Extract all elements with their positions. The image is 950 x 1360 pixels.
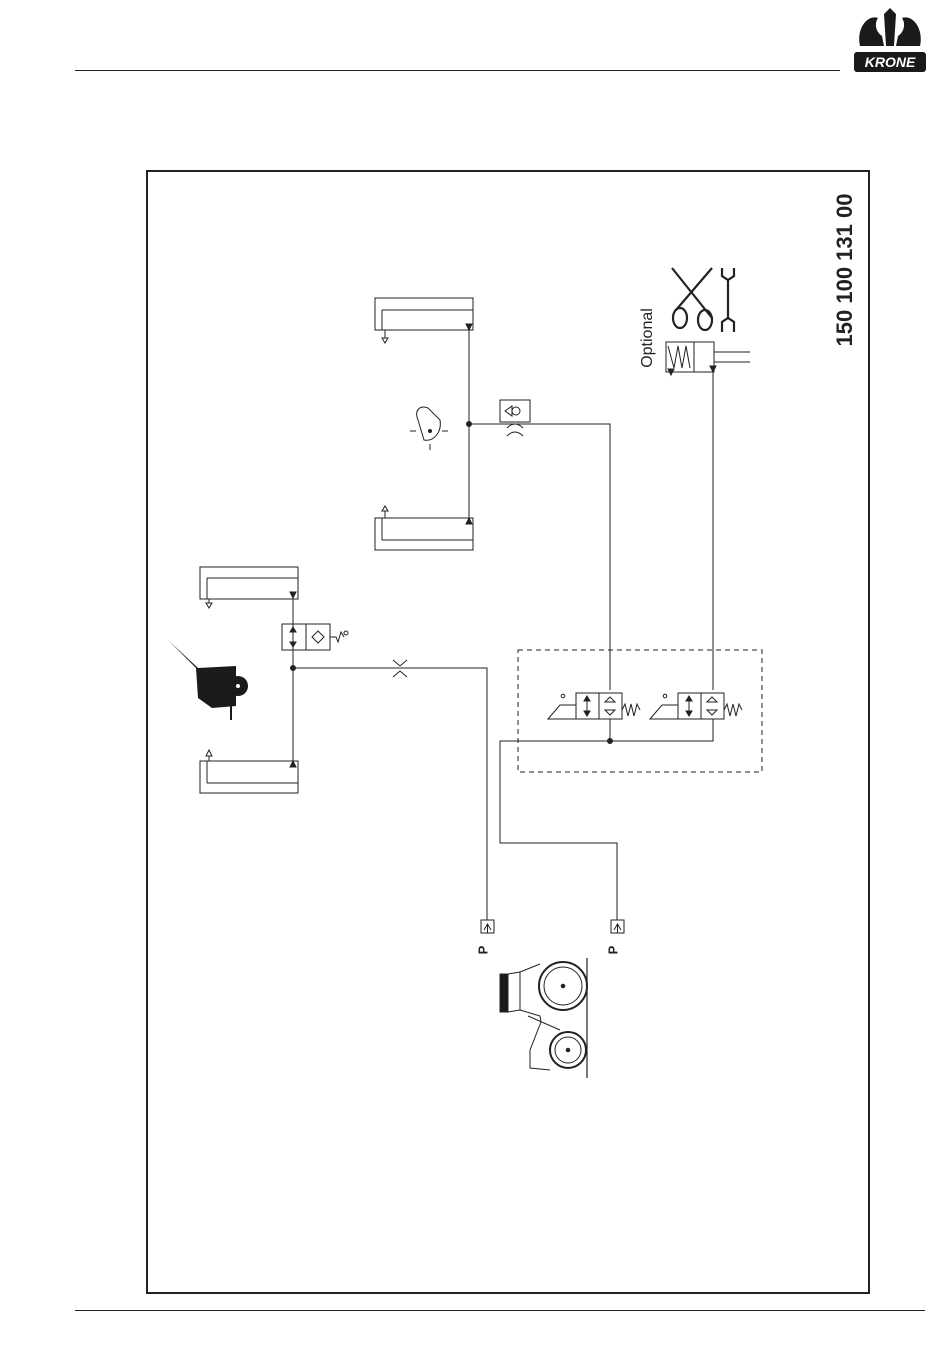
cylinder-right-lower (375, 506, 473, 550)
optional-cylinder (666, 342, 750, 375)
cylinder-left-lower (200, 750, 298, 793)
solenoid-valve-1 (548, 693, 640, 719)
junction-valve-block (608, 739, 613, 744)
scissors-icon (672, 268, 712, 330)
tractor-icon (500, 958, 587, 1078)
baler-symbol (168, 640, 248, 720)
cylinder-right-upper (375, 298, 473, 343)
line-valve-to-port-2 (500, 719, 713, 920)
port-label-2: P (606, 945, 621, 954)
solenoid-valve-2 (650, 693, 742, 719)
coupler-2 (611, 920, 624, 933)
left-valve (282, 624, 348, 650)
footer-rule (75, 1310, 925, 1311)
line-left-to-port (293, 668, 487, 920)
cam-symbol (410, 407, 448, 450)
port-label-1: P (476, 945, 491, 954)
drawing-number: 150 100 131 00 (832, 194, 857, 347)
optional-label: Optional (639, 308, 656, 368)
cylinder-left-upper (200, 567, 298, 608)
wrench-icon (722, 268, 734, 332)
check-valve-throttle (500, 400, 530, 436)
coupler-1 (481, 920, 494, 933)
